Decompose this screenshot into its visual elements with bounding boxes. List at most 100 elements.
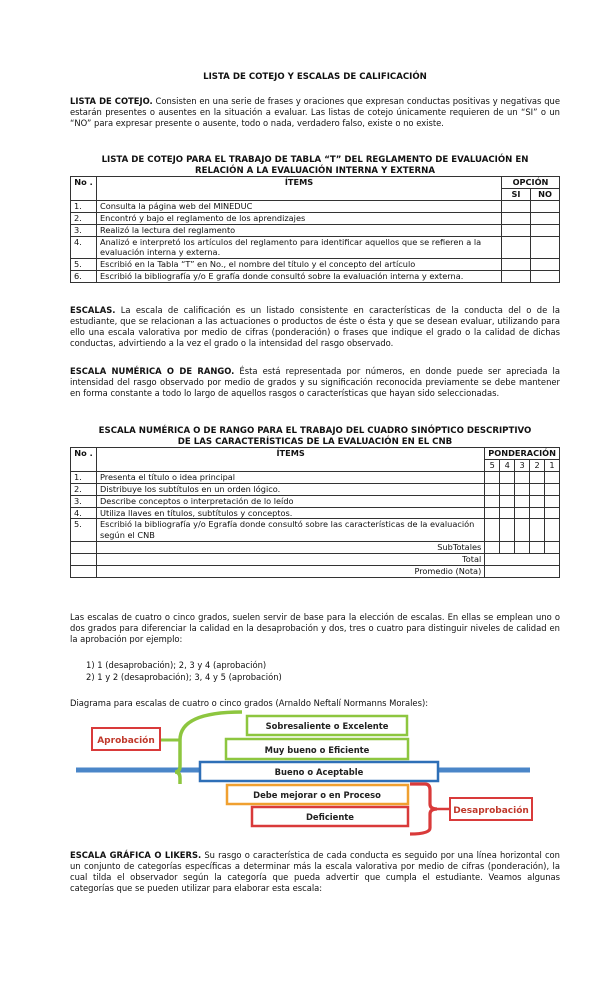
row-number: 2.	[70, 211, 97, 225]
grade-cell[interactable]	[484, 471, 501, 484]
grade-cell[interactable]	[514, 541, 531, 554]
no-cell[interactable]	[530, 270, 560, 283]
table-row: 1. Presenta el título o idea principal	[70, 471, 560, 484]
row-number: 1.	[70, 200, 97, 213]
grados-list: 1) 1 (desaprobación); 2, 3 y 4 (aprobaci…	[70, 660, 560, 684]
level-muy-bueno: Muy bueno o Eficiente	[265, 745, 370, 755]
no-cell[interactable]	[530, 258, 560, 272]
table-row: 4. Analizó e interpretó los artículos de…	[70, 235, 560, 260]
checklist-col-no: No .	[70, 176, 97, 202]
numerica-paragraph: ESCALA NUMÉRICA O DE RANGO. Ésta está re…	[70, 366, 560, 399]
level-debe-mejorar: Debe mejorar o en Proceso	[253, 790, 381, 800]
total-label: Total	[95, 552, 486, 566]
checklist-col-no-option: NO	[530, 188, 560, 202]
escalas-heading: ESCALAS.	[70, 305, 116, 315]
checklist-col-si: SI	[501, 188, 531, 202]
no-cell[interactable]	[530, 235, 560, 260]
promedio-cell[interactable]	[484, 564, 560, 578]
level-box-debe-mejorar	[225, 783, 410, 806]
row-number: 2.	[70, 482, 97, 496]
grade-cell[interactable]	[529, 471, 546, 484]
promedio-label: Promedio (Nota)	[95, 564, 486, 578]
grade-cell[interactable]	[544, 518, 560, 543]
grade-cell[interactable]	[484, 518, 501, 543]
level-box-sobresaliente	[245, 714, 409, 737]
intro-paragraph: LISTA DE COTEJO. Consisten en una serie …	[70, 96, 560, 129]
si-cell[interactable]	[501, 258, 531, 272]
grade-cell[interactable]	[499, 541, 516, 554]
si-cell[interactable]	[501, 270, 531, 283]
escalas-text: La escala de calificación es un listado …	[70, 305, 560, 349]
checklist-title: LISTA DE COTEJO PARA EL TRABAJO DE TABLA…	[70, 155, 560, 176]
range-title: ESCALA NUMÉRICA O DE RANGO PARA EL TRABA…	[70, 426, 560, 447]
grade-cell[interactable]	[484, 482, 501, 496]
grade-cell[interactable]	[544, 494, 560, 508]
row-number: 6.	[70, 270, 97, 283]
table-row: 3. Realizó la lectura del reglamento	[70, 223, 560, 237]
row-number: 4.	[70, 506, 97, 520]
row-item: Escribió en la Tabla “T” en No., el nomb…	[96, 258, 502, 272]
promedio-row: Promedio (Nota)	[70, 564, 560, 578]
document-title: LISTA DE COTEJO Y ESCALAS DE CALIFICACIÓ…	[203, 72, 427, 82]
range-title-line1: ESCALA NUMÉRICA O DE RANGO PARA EL TRABA…	[98, 426, 532, 436]
total-cell[interactable]	[484, 552, 560, 566]
numerica-text: Ésta está representada por números, en d…	[70, 366, 560, 399]
level-sobresaliente: Sobresaliente o Excelente	[266, 721, 389, 731]
row-item: Encontró y bajo el reglamento de los apr…	[96, 211, 502, 225]
row-item: Escribió la bibliografía y/o Egrafía don…	[95, 518, 486, 543]
grade-cell[interactable]	[544, 482, 560, 496]
aprobacion-bracket	[174, 710, 243, 784]
grade-cell[interactable]	[529, 541, 546, 554]
grade-cell[interactable]	[514, 506, 531, 520]
grade-cell[interactable]	[514, 471, 531, 484]
grade-cell[interactable]	[484, 494, 501, 508]
checklist-col-option: OPCIÓN	[501, 176, 560, 190]
si-cell[interactable]	[501, 200, 531, 213]
row-number: 5.	[70, 518, 97, 543]
grade-cell[interactable]	[484, 506, 501, 520]
range-table: No . ÍTEMS PONDERACIÓN 5 4 3 2 1 1. Pres…	[70, 447, 560, 578]
grade-header: 2	[529, 459, 546, 473]
intro-heading: LISTA DE COTEJO.	[70, 96, 153, 106]
table-row: 2. Distribuye los subtítulos en un orden…	[70, 482, 560, 496]
grade-cell[interactable]	[514, 518, 531, 543]
desaprobacion-bracket	[409, 782, 438, 836]
grade-cell[interactable]	[499, 506, 516, 520]
grade-cell[interactable]	[484, 541, 501, 554]
subtotal-row: SubTotales	[70, 541, 560, 554]
aprobacion-label: Aprobación	[97, 735, 155, 746]
grade-cell[interactable]	[514, 482, 531, 496]
grade-cell[interactable]	[499, 518, 516, 543]
grade-cell[interactable]	[514, 494, 531, 508]
row-item: Escribió la bibliografía y/o E grafía do…	[96, 270, 502, 283]
grafica-heading: ESCALA GRÁFICA O LIKERS.	[70, 850, 202, 860]
checklist-title-line2: RELACIÓN A LA EVALUACIÓN INTERNA Y EXTER…	[195, 165, 435, 176]
table-row: 4. Utiliza llaves en títulos, subtítulos…	[70, 506, 560, 520]
list-item: 1) 1 (desaprobación); 2, 3 y 4 (aprobaci…	[86, 660, 267, 670]
grade-cell[interactable]	[544, 541, 560, 554]
grade-cell[interactable]	[544, 506, 560, 520]
grade-cell[interactable]	[499, 482, 516, 496]
grade-cell[interactable]	[529, 482, 546, 496]
checklist-section: LISTA DE COTEJO PARA EL TRABAJO DE TABLA…	[70, 155, 560, 283]
numerica-heading: ESCALA NUMÉRICA O DE RANGO.	[70, 366, 235, 376]
no-cell[interactable]	[530, 223, 560, 237]
si-cell[interactable]	[501, 223, 531, 237]
range-title-line2: DE LAS CARACTERÍSTICAS DE LA EVALUACIÓN …	[177, 436, 453, 447]
si-cell[interactable]	[501, 235, 531, 260]
checklist-table: No . ÍTEMS OPCIÓN SI NO 1. Consulta la p…	[70, 176, 560, 283]
row-item: Describe conceptos o interpretación de l…	[95, 494, 486, 508]
grade-cell[interactable]	[499, 471, 516, 484]
grade-cell[interactable]	[529, 494, 546, 508]
grade-cell[interactable]	[499, 494, 516, 508]
no-cell[interactable]	[530, 200, 560, 213]
grade-cell[interactable]	[544, 471, 560, 484]
no-cell[interactable]	[530, 211, 560, 225]
range-col-items: ÍTEMS	[95, 447, 486, 473]
grade-cell[interactable]	[529, 506, 546, 520]
level-box-muy-bueno	[224, 737, 410, 761]
table-row: 1. Consulta la página web del MINEDUC	[70, 200, 560, 213]
table-row: 2. Encontró y bajo el reglamento de los …	[70, 211, 560, 225]
grade-cell[interactable]	[529, 518, 546, 543]
si-cell[interactable]	[501, 211, 531, 225]
